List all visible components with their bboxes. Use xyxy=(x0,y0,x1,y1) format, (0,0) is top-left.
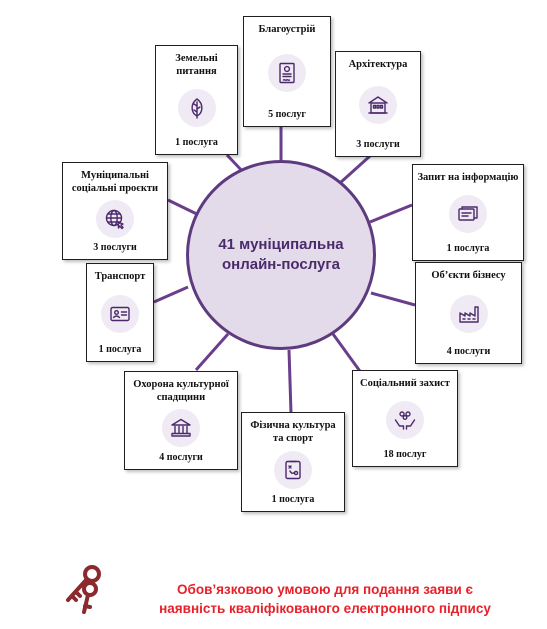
category-title: Запит на інформацію xyxy=(417,172,519,183)
spoke-okhorona xyxy=(194,333,230,371)
hub-line-2: онлайн-послуга xyxy=(221,256,340,273)
sport-tactics-icon xyxy=(274,450,312,489)
category-count: 5 послуг xyxy=(268,109,306,120)
documents-icon xyxy=(449,194,487,233)
id-card-icon xyxy=(101,294,139,333)
category-card-zemelni[interactable]: Земельні питання 1 послуга xyxy=(155,45,238,155)
category-title: Архітектура xyxy=(348,59,408,70)
category-card-arkhitektura[interactable]: Архітектура 3 послуги xyxy=(335,51,421,157)
footer-notice: Обов’язковою умовою для подання заяви є … xyxy=(60,560,540,620)
footer-line-1: Обов’язковою умовою для подання заяви є xyxy=(177,582,473,597)
category-card-sport[interactable]: Фізична культура та спорт 1 послуга xyxy=(241,412,345,512)
category-card-okhorona[interactable]: Охорона культурної спадщини 4 послуги xyxy=(124,371,238,470)
spoke-arkhitektura xyxy=(338,154,372,185)
hub-line-1: 41 муніципальна xyxy=(218,236,344,253)
footer-text: Обов’язковою умовою для подання заяви є … xyxy=(120,580,530,618)
category-count: 3 послуги xyxy=(93,242,137,253)
category-title: Об’єкти бізнесу xyxy=(431,270,506,281)
leaf-icon xyxy=(177,88,216,127)
category-card-zapyt[interactable]: Запит на інформацію 1 послуга xyxy=(412,164,524,261)
category-card-sotsialnyi-zakhyst[interactable]: Соціальний захист 18 послуг xyxy=(352,370,458,467)
category-count: 1 послуга xyxy=(98,344,142,355)
care-hands-icon xyxy=(386,400,424,439)
category-title: Охорона культурної спадщини xyxy=(133,379,229,403)
category-title: Благоустрій xyxy=(258,24,316,35)
category-card-obiekty-biznesu[interactable]: Об’єкти бізнесу 4 послуги xyxy=(415,262,522,364)
category-card-blagoustrii[interactable]: Благоустрій 5 послуг xyxy=(243,16,331,127)
footer-line-2: наявність кваліфікованого електронного п… xyxy=(159,601,491,616)
spoke-obiekty xyxy=(370,291,416,307)
spoke-sport xyxy=(287,349,293,414)
category-count: 1 послуга xyxy=(446,243,490,254)
category-count: 1 послуга xyxy=(271,494,315,505)
spoke-sotszakhyst xyxy=(331,333,364,375)
spoke-transport xyxy=(153,285,189,304)
category-count: 1 послуга xyxy=(175,137,218,148)
category-count: 4 послуги xyxy=(159,452,203,463)
globe-cursor-icon xyxy=(96,199,134,238)
category-count: 4 послуги xyxy=(446,346,491,357)
category-title: Транспорт xyxy=(94,271,146,282)
keys-icon xyxy=(60,562,110,614)
category-title: Муніципальні соціальні проєкти xyxy=(71,170,159,194)
factory-icon xyxy=(449,295,488,333)
building-icon xyxy=(359,86,397,124)
category-title: Фізична культура та спорт xyxy=(250,420,336,444)
category-count: 18 послуг xyxy=(383,449,427,460)
spoke-zapyt xyxy=(369,203,413,224)
category-card-transport[interactable]: Транспорт 1 послуга xyxy=(86,263,154,362)
certificate-icon xyxy=(268,53,306,92)
category-card-proiekty[interactable]: Муніципальні соціальні проєкти 3 послуги xyxy=(62,162,168,260)
category-title: Земельні питання xyxy=(175,53,218,77)
center-hub: 41 муніципальна онлайн-послуга xyxy=(186,160,376,350)
museum-icon xyxy=(162,409,200,447)
category-title: Соціальний захист xyxy=(360,378,450,389)
category-count: 3 послуги xyxy=(356,139,400,150)
